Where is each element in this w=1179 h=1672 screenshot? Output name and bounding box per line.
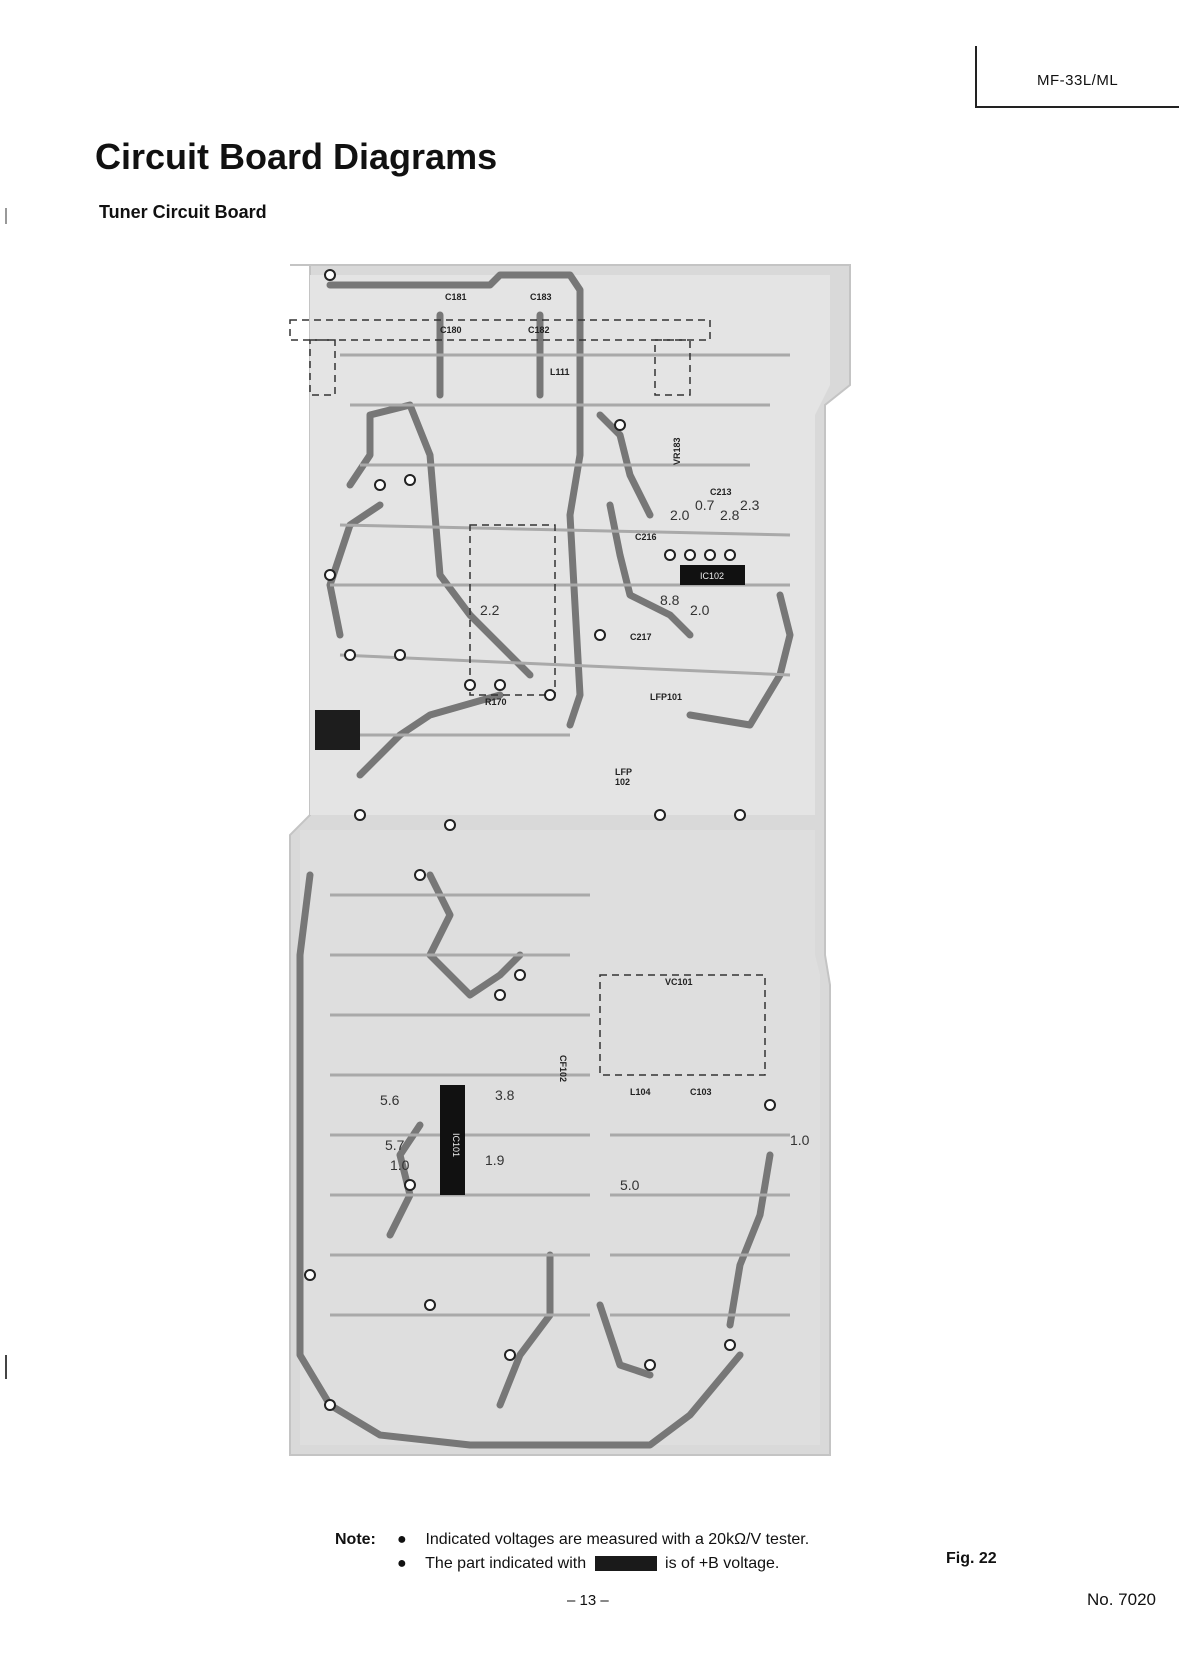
board-lower-region bbox=[300, 830, 820, 1445]
solder-pads bbox=[304, 269, 776, 1411]
svg-text:1.0: 1.0 bbox=[790, 1132, 810, 1148]
margin-mark bbox=[5, 208, 7, 224]
model-code-frame bbox=[975, 46, 1179, 108]
section-subtitle: Tuner Circuit Board bbox=[99, 202, 267, 222]
svg-text:C216: C216 bbox=[635, 532, 657, 542]
svg-text:2.8: 2.8 bbox=[720, 507, 740, 523]
svg-text:C181: C181 bbox=[445, 292, 467, 302]
svg-text:C103: C103 bbox=[690, 1087, 712, 1097]
note-item: ● Indicated voltages are measured with a… bbox=[397, 1528, 809, 1552]
page-title: Circuit Board Diagrams bbox=[95, 136, 498, 177]
svg-text:2.0: 2.0 bbox=[690, 602, 710, 618]
svg-text:VC101: VC101 bbox=[665, 977, 693, 987]
note-item-text-after: is of +B voltage. bbox=[665, 1555, 780, 1572]
svg-text:VR183: VR183 bbox=[672, 437, 682, 465]
svg-text:C180: C180 bbox=[440, 325, 462, 335]
svg-text:102: 102 bbox=[615, 777, 630, 787]
svg-text:C213: C213 bbox=[710, 487, 732, 497]
document-number: No. 7020 bbox=[1087, 1590, 1156, 1609]
note-item-text: Indicated voltages are measured with a 2… bbox=[425, 1531, 810, 1548]
svg-text:LFP: LFP bbox=[615, 767, 632, 777]
svg-text:IC101: IC101 bbox=[451, 1133, 461, 1157]
svg-text:2.3: 2.3 bbox=[740, 497, 760, 513]
svg-text:0.7: 0.7 bbox=[695, 497, 715, 513]
svg-text:IC102: IC102 bbox=[700, 571, 724, 581]
page-number: – 13 – bbox=[567, 1592, 609, 1609]
note-label: Note: bbox=[335, 1531, 376, 1548]
svg-text:8.8: 8.8 bbox=[660, 592, 680, 608]
bullet-icon: ● bbox=[397, 1531, 407, 1548]
svg-text:C183: C183 bbox=[530, 292, 552, 302]
copper-traces bbox=[296, 271, 794, 1449]
tuner-circuit-board-diagram: IC102 IC101 C181 C183 C180 C182 L111 LFP10… bbox=[289, 264, 851, 1456]
svg-text:1.9: 1.9 bbox=[485, 1152, 505, 1168]
svg-text:5.7: 5.7 bbox=[385, 1137, 405, 1153]
svg-text:2.2: 2.2 bbox=[480, 602, 500, 618]
note-item-text-before: The part indicated with bbox=[425, 1555, 587, 1572]
plus-b-region bbox=[315, 710, 360, 750]
svg-text:3.8: 3.8 bbox=[495, 1087, 515, 1103]
svg-text:CF102: CF102 bbox=[558, 1055, 568, 1082]
ic102-body bbox=[680, 565, 745, 585]
ic101-body bbox=[440, 1085, 465, 1195]
bullet-icon: ● bbox=[397, 1555, 407, 1572]
model-code: MF-33L/ML bbox=[1037, 72, 1119, 89]
shield-outlines bbox=[289, 319, 766, 1076]
svg-text:L111: L111 bbox=[550, 367, 570, 377]
svg-text:5.0: 5.0 bbox=[620, 1177, 640, 1193]
svg-text:L104: L104 bbox=[630, 1087, 651, 1097]
margin-mark bbox=[5, 1355, 7, 1379]
figure-label: Fig. 22 bbox=[946, 1550, 997, 1567]
note-item: ● The part indicated with is of +B volta… bbox=[397, 1552, 779, 1576]
plus-b-swatch-icon bbox=[594, 1556, 657, 1572]
svg-text:5.6: 5.6 bbox=[380, 1092, 400, 1108]
svg-text:C217: C217 bbox=[630, 632, 652, 642]
svg-text:C182: C182 bbox=[528, 325, 550, 335]
svg-text:1.0: 1.0 bbox=[390, 1157, 410, 1173]
svg-text:R170: R170 bbox=[485, 697, 507, 707]
svg-text:LFP101: LFP101 bbox=[650, 692, 682, 702]
svg-text:2.0: 2.0 bbox=[670, 507, 690, 523]
